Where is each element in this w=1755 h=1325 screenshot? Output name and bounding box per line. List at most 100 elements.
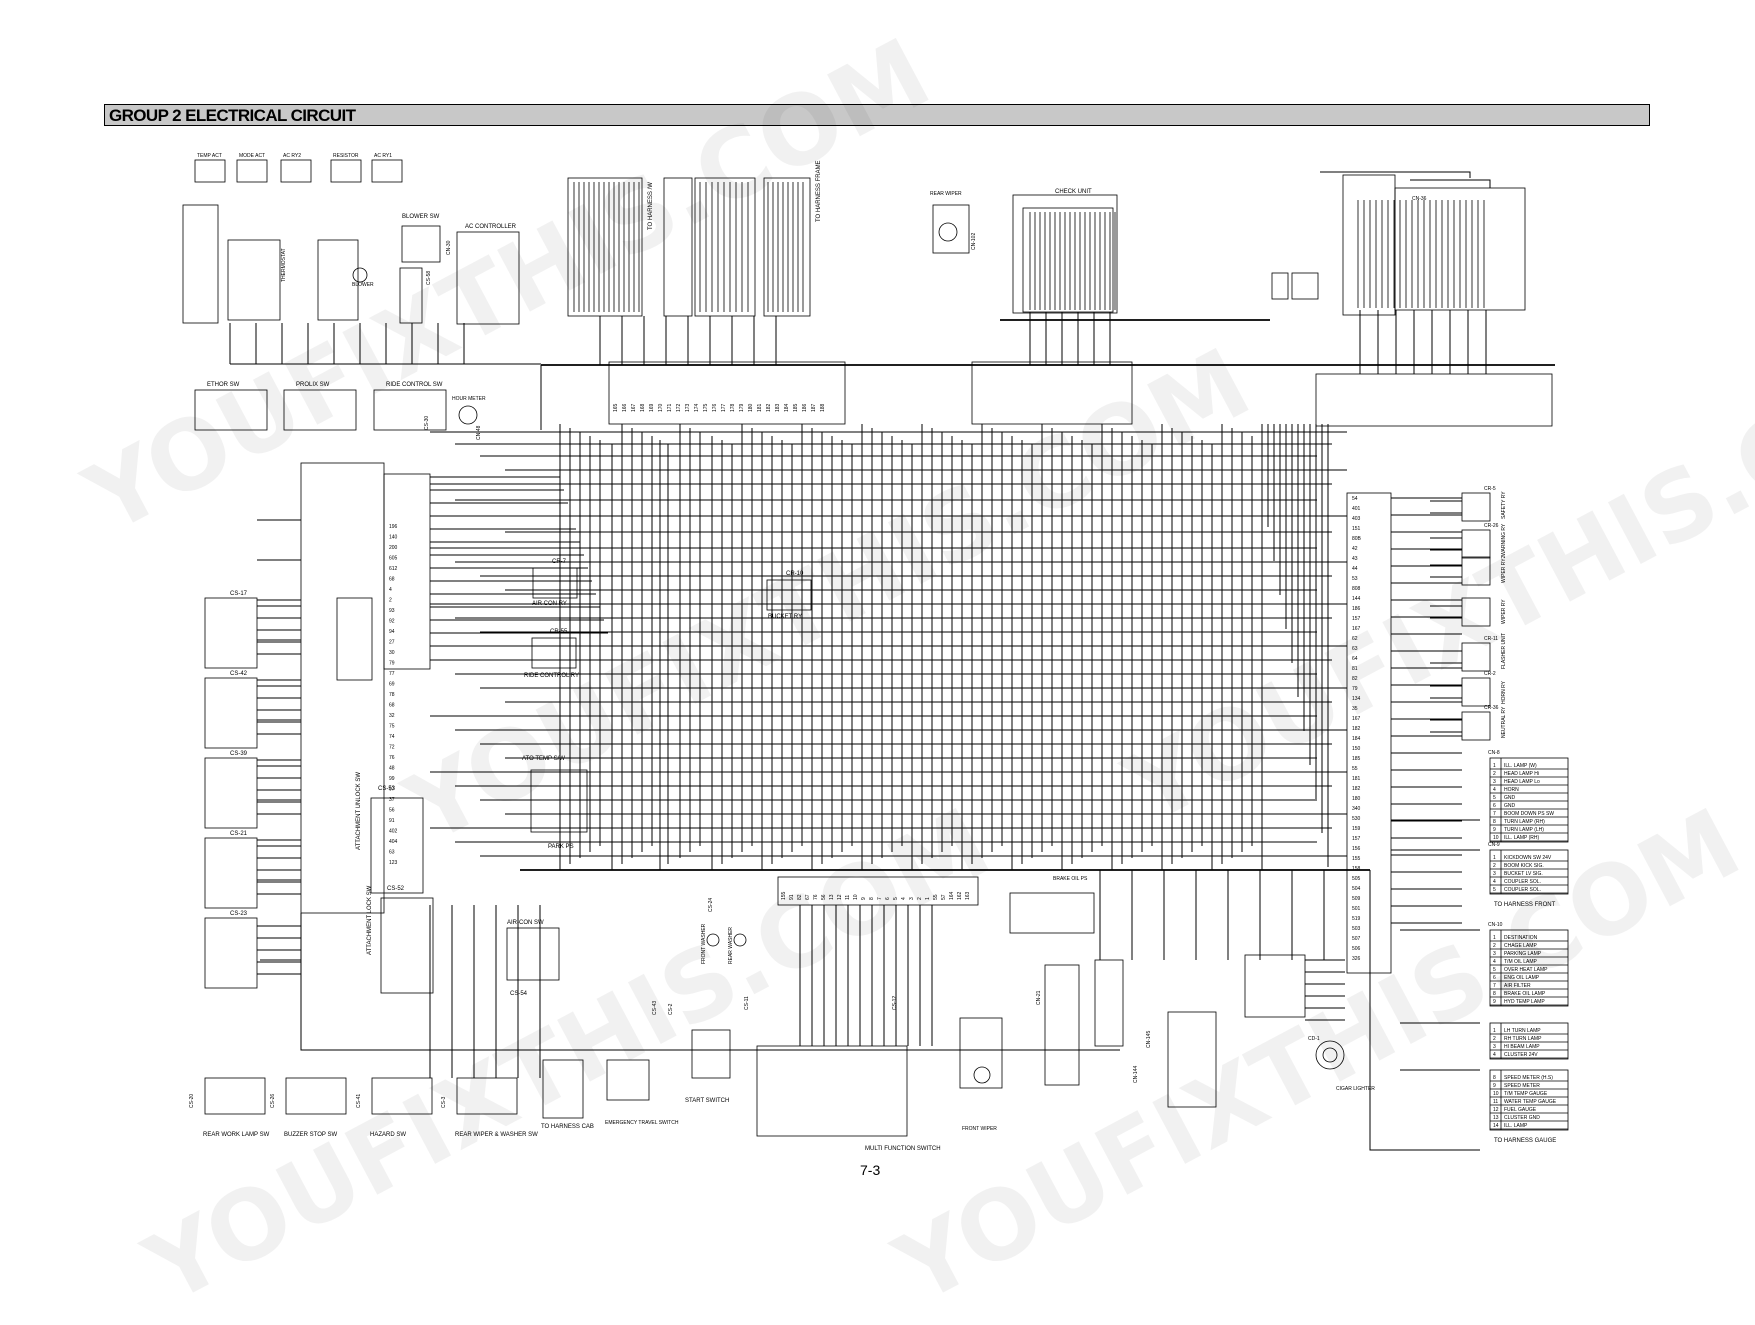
connector-label: CR-11 — [1484, 636, 1498, 642]
connector-label: CS-42 — [230, 671, 248, 677]
table-pin: 13 — [1493, 1115, 1499, 1121]
multi-function-switch-box — [756, 1045, 908, 1137]
connector-label: CS-58 — [426, 271, 432, 285]
table-pin: 1 — [1493, 763, 1496, 769]
connector-label: CS-2 — [668, 1003, 674, 1015]
ac-controller-box — [456, 231, 520, 325]
connector-label: CS-43 — [652, 1001, 658, 1015]
check-unit-label: CHECK UNIT — [1055, 189, 1092, 195]
wire-number: 167 — [1352, 716, 1361, 722]
front-table-2 — [1489, 849, 1569, 895]
table-pin: 9 — [1493, 827, 1496, 833]
connector-block-cn13 — [567, 177, 643, 317]
wire-number: 74 — [389, 734, 395, 740]
wire-number: 55 — [933, 894, 939, 900]
wire-number: 82 — [1352, 676, 1358, 682]
bottom-switch-box — [371, 1077, 433, 1115]
component-label: AC RY1 — [374, 153, 392, 159]
ato-park-block — [530, 769, 588, 833]
wire-number: 181 — [757, 403, 763, 412]
table-pin: 14 — [1493, 1123, 1499, 1129]
gauge-table-2 — [1489, 1022, 1569, 1060]
wire-number: 180 — [1352, 796, 1361, 802]
rear-washer-label: REAR WASHER — [728, 927, 734, 964]
table-pin: 2 — [1493, 1036, 1496, 1042]
switch-label: PROLIX SW — [296, 382, 330, 388]
wire-number: 612 — [389, 566, 398, 572]
wire-number: 182 — [1352, 726, 1361, 732]
wire-number: 2 — [389, 598, 392, 604]
connector-block-cn2 — [694, 177, 756, 317]
wire-number: 53 — [1352, 576, 1358, 582]
table-pin: 2 — [1493, 771, 1496, 777]
bottom-switch-box — [285, 1077, 347, 1115]
relay-label: RIDE CONTROL RY — [524, 673, 579, 679]
start-switch-label: START SWITCH — [685, 1098, 729, 1104]
switch-box — [194, 389, 268, 431]
relay-box — [1461, 711, 1491, 741]
connector-label: CS-20 — [189, 1094, 195, 1108]
table-text: SPEED METER — [1504, 1083, 1540, 1089]
table-text: HORN — [1504, 787, 1519, 793]
wire-number: 57 — [941, 894, 947, 900]
wire-number: 68 — [389, 703, 395, 709]
wire-number: 7 — [877, 897, 883, 900]
connector-label: CN-144 — [1133, 1066, 1139, 1083]
connector-label: CS-12 — [892, 996, 898, 1010]
bottom-bus-box — [777, 876, 979, 906]
table-text: COUPLER SOL. — [1504, 879, 1541, 885]
connector-label: CN-10 — [1488, 922, 1503, 928]
component-label: AC RY2 — [283, 153, 301, 159]
blower-connector — [399, 267, 423, 324]
wire-number: 6 — [885, 897, 891, 900]
table-text: BRAKE OIL LAMP — [1504, 991, 1546, 997]
bottom-switch-box — [204, 1077, 266, 1115]
wire-number: 99 — [389, 776, 395, 782]
blower-switch-box — [401, 225, 441, 263]
wire-number: 506 — [1352, 946, 1361, 952]
switch-box — [283, 389, 357, 431]
wire-number: 5 — [893, 897, 899, 900]
table-pin: 8 — [1493, 991, 1496, 997]
component-label: MODE ACT — [239, 153, 265, 159]
wire-number: 150 — [1352, 746, 1361, 752]
table-pin: 3 — [1493, 871, 1496, 877]
wire-number: 504 — [1352, 886, 1361, 892]
wire-number: 62 — [1352, 636, 1358, 642]
wire-number: 56 — [389, 808, 395, 814]
relay-label: WARNING RY — [1501, 523, 1507, 556]
wire-number: 178 — [730, 403, 736, 412]
table-text: ENG OIL LAMP — [1504, 975, 1540, 981]
component-label: RESISTOR — [333, 153, 359, 159]
table-text: T/M OIL LAMP — [1504, 959, 1538, 965]
wire-number: 156 — [1352, 846, 1361, 852]
front-washer-icon — [706, 933, 720, 947]
table-pin: 5 — [1493, 967, 1496, 973]
connector-label: CR-10 — [786, 571, 804, 577]
wire-number: 91 — [389, 818, 395, 824]
front-table — [1489, 757, 1569, 843]
wire — [1320, 171, 1471, 178]
switch-label: ETHOR SW — [207, 382, 240, 388]
attachment-lock-label: ATTACHMENT LOCK SW — [367, 885, 373, 955]
table-text: BOOM DOWN PS SW — [1504, 811, 1554, 817]
table-pin: 3 — [1493, 1044, 1496, 1050]
wire-number: 170 — [658, 403, 664, 412]
relay-small — [1271, 272, 1289, 300]
connector-label: CD-1 — [1308, 1036, 1320, 1042]
table-pin: 6 — [1493, 803, 1496, 809]
wire-number: 9 — [861, 897, 867, 900]
wire-number: 186 — [802, 403, 808, 412]
wire-number: 97 — [389, 787, 395, 793]
connector-label: CS-52 — [387, 886, 405, 892]
cigar-lighter-icon — [1315, 1040, 1345, 1070]
wire-number: 76 — [389, 755, 395, 761]
connector-label: CR-5 — [1484, 486, 1496, 492]
connector-label: CN-48 — [476, 425, 482, 440]
table-pin: 7 — [1493, 811, 1496, 817]
wire-number: 503 — [1352, 926, 1361, 932]
table-text: GND — [1504, 795, 1516, 801]
table-text: HEAD LAMP Hi — [1504, 771, 1539, 777]
